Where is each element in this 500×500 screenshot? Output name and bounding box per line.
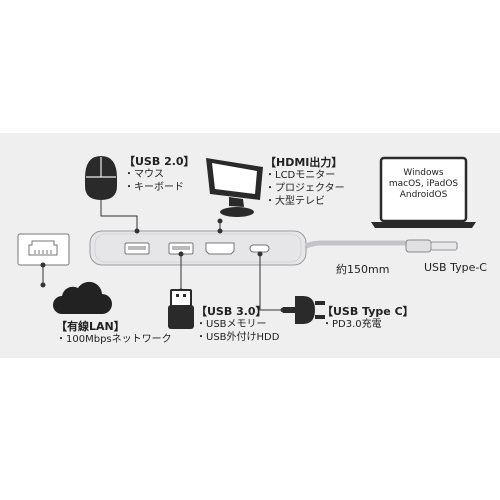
usb-type-c-connector-label: USB Type-C <box>424 261 487 274</box>
laptop-os-windows: Windows <box>403 168 444 178</box>
hdmi-item-projector: プロジェクター <box>265 182 345 195</box>
usbc-label-group: 【USB Type C】 PD3.0充電 <box>322 305 414 331</box>
lan-title: 【有線LAN】 <box>56 320 125 333</box>
usb3-label-group: 【USB 3.0】 USBメモリー USB外付けHDD <box>196 305 279 344</box>
usb2-item-keyboard: キーボード <box>124 181 195 194</box>
mouse-icon <box>85 156 117 200</box>
laptop-os-android: AndroidOS <box>399 190 448 200</box>
laptop-icon <box>371 156 476 228</box>
hdmi-title: 【HDMI出力】 <box>265 156 343 169</box>
usb-c-cable <box>305 239 458 253</box>
hdmi-item-tv: 大型テレビ <box>265 195 345 208</box>
usb3-title: 【USB 3.0】 <box>196 305 267 318</box>
monitor-icon <box>206 158 263 217</box>
hdmi-item-lcd: LCDモニター <box>265 169 345 182</box>
usb2-label-group: 【USB 2.0】 マウス キーボード <box>124 155 195 194</box>
usb-hub-body <box>89 230 307 266</box>
usb2-title: 【USB 2.0】 <box>124 155 195 168</box>
laptop-os-macos: macOS, iPadOS <box>388 179 459 189</box>
cable-length-label: 約150mm <box>336 263 390 276</box>
power-plug-icon <box>283 296 325 324</box>
hdmi-label-group: 【HDMI出力】 LCDモニター プロジェクター 大型テレビ <box>265 156 345 208</box>
lan-item-network: 100Mbpsネットワーク <box>56 333 172 346</box>
cloud-icon <box>53 281 112 314</box>
usb-stick-icon <box>168 289 194 329</box>
usb3-item-memory: USBメモリー <box>196 318 279 331</box>
lan-label-group: 【有線LAN】 100Mbpsネットワーク <box>56 320 172 346</box>
lan-port-icon <box>17 233 70 266</box>
usb2-item-mouse: マウス <box>124 168 195 181</box>
usbc-item-pd: PD3.0充電 <box>322 318 414 331</box>
usbc-title: 【USB Type C】 <box>322 305 414 318</box>
usb3-item-hdd: USB外付けHDD <box>196 331 279 344</box>
laptop-os-text: Windows macOS, iPadOS AndroidOS <box>384 168 463 201</box>
